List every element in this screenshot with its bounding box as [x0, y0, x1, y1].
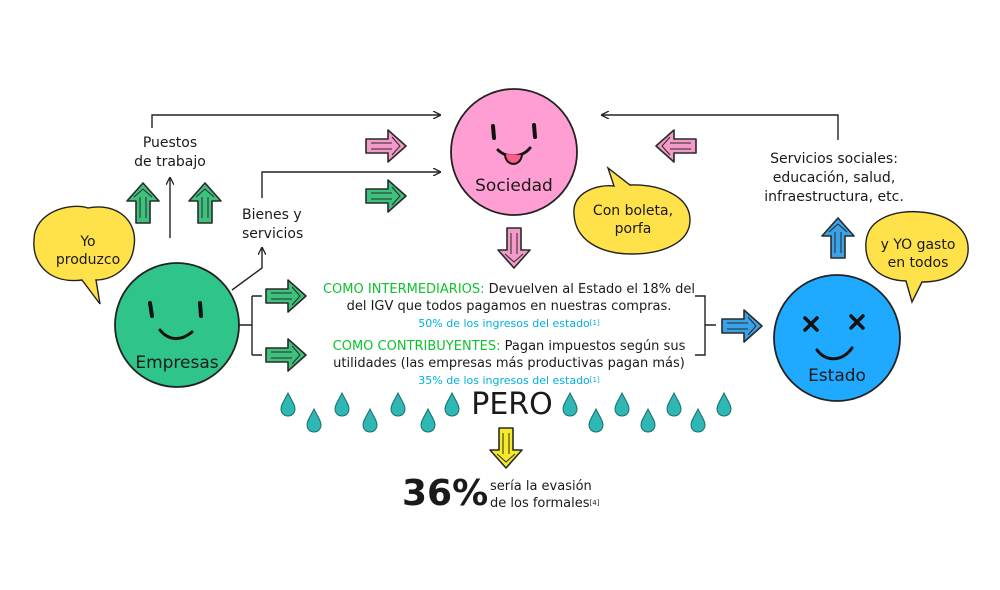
- puestos-label: Puestos de trabajo: [134, 135, 206, 170]
- yellow-down-arrow-icon: [489, 427, 523, 469]
- pink-right-arrow-icon: [365, 129, 407, 163]
- droplet-icon: [588, 408, 604, 433]
- droplet-icon: [280, 392, 296, 417]
- droplet-icon: [390, 392, 406, 417]
- intermediarios-heading: COMO INTERMEDIARIOS:: [322, 282, 485, 297]
- bubble-con-boleta-text: Con boleta, porfa: [592, 203, 674, 237]
- contribuyentes-heading: COMO CONTRIBUYENTES:: [332, 339, 501, 354]
- green-right-arrow-icon: [265, 279, 307, 313]
- evasion-text: sería la evasión de los formales[4]: [490, 479, 600, 511]
- droplet-icon: [614, 392, 630, 417]
- estado-face-icon: [773, 274, 901, 402]
- green-up-arrow-icon: [188, 182, 222, 224]
- green-right-arrow-icon: [265, 338, 307, 372]
- bubble-yo-produzco-text: Yo produzco: [55, 234, 121, 268]
- sociedad-label: Sociedad: [475, 176, 553, 196]
- bubble-yo-produzco: [33, 205, 136, 305]
- contribuyentes-block: COMO CONTRIBUYENTES: Pagan impuestos seg…: [332, 339, 686, 387]
- intermediarios-stat: 50% de los ingresos del estado: [418, 317, 590, 330]
- blue-up-arrow-icon: [821, 217, 855, 259]
- droplet-icon: [362, 408, 378, 433]
- line-empresas-to-bienes: [231, 248, 262, 291]
- empresas-label: Empresas: [135, 353, 219, 373]
- droplets-right: [562, 392, 732, 433]
- bracket-empresas: [238, 295, 262, 356]
- droplet-icon: [334, 392, 350, 417]
- servicios-sociales-label: Servicios sociales: educación, salud, in…: [764, 151, 904, 205]
- green-right-arrow-icon: [365, 179, 407, 213]
- contribuyentes-stat: 35% de los ingresos del estado: [418, 374, 590, 387]
- droplet-icon: [716, 392, 732, 417]
- bubble-yo-gasto: [865, 210, 969, 304]
- droplet-icon: [420, 408, 436, 433]
- droplet-icon: [306, 408, 322, 433]
- line-empresas-to-sociedad-top: [151, 115, 440, 128]
- line-bienes-to-sociedad: [261, 172, 440, 198]
- bienes-label: Bienes y servicios: [242, 207, 304, 242]
- pero-label: PERO: [471, 387, 553, 422]
- droplets-left: [280, 392, 460, 433]
- green-up-arrow-icon: [126, 182, 160, 224]
- blue-right-arrow-icon: [721, 309, 763, 343]
- pink-down-arrow-icon: [497, 227, 531, 269]
- sociedad-face-icon: [450, 88, 578, 216]
- bubble-con-boleta: [573, 166, 691, 255]
- bracket-estado: [695, 295, 716, 356]
- line-estado-to-sociedad: [602, 115, 839, 140]
- evasion-value: 36%: [402, 473, 489, 514]
- estado-label: Estado: [808, 366, 866, 386]
- bubble-yo-gasto-text: y YO gasto en todos: [880, 237, 956, 271]
- droplet-icon: [640, 408, 656, 433]
- pink-left-arrow-icon: [655, 129, 697, 163]
- droplet-icon: [690, 408, 706, 433]
- intermediarios-block: COMO INTERMEDIARIOS: Devuelven al Estado…: [322, 282, 696, 330]
- empresas-face-icon: [114, 262, 240, 388]
- droplet-icon: [666, 392, 682, 417]
